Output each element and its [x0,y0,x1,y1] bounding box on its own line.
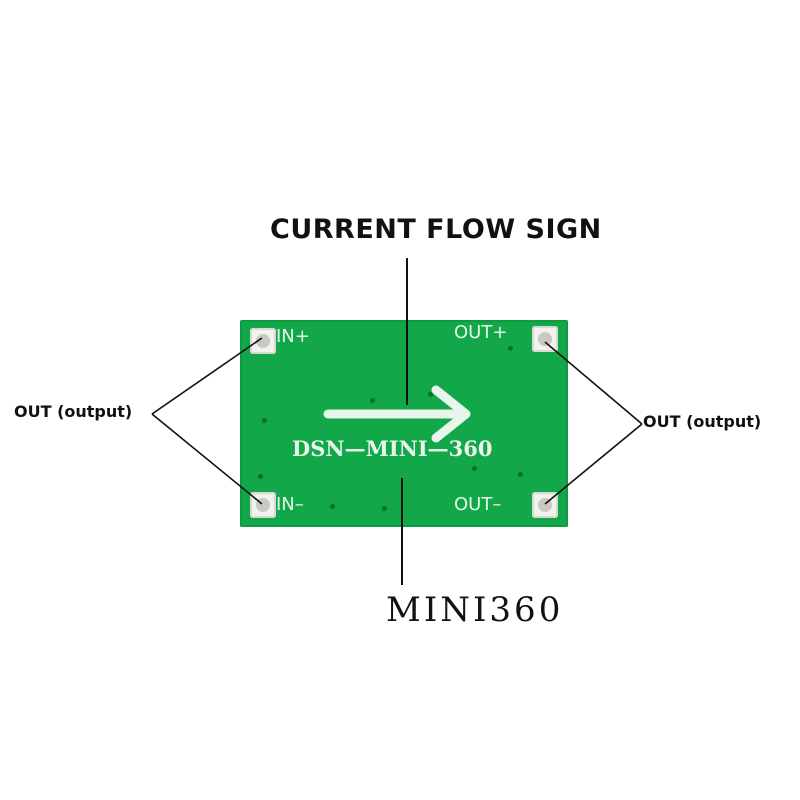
pcb-board: IN+ IN– OUT+ OUT– DSN—MINI—360 [240,320,568,527]
via-dot [258,474,263,479]
via-dot [382,506,387,511]
pad-in-plus [250,328,276,354]
right-callout-line-bottom [544,423,643,505]
current-flow-arrow-icon [323,385,471,443]
pin-label-in-plus: IN+ [276,326,310,347]
via-dot [472,466,477,471]
pin-label-out-plus: OUT+ [454,322,508,343]
pin-label-out-minus: OUT– [454,494,502,515]
pad-out-plus [532,326,558,352]
left-callout-line-bottom [151,413,263,505]
via-dot [262,418,267,423]
right-callout-line-top [544,341,643,425]
left-callout-label: OUT (output) [14,402,133,421]
via-dot [508,346,513,351]
right-callout-label: OUT (output) [643,412,762,431]
board-silkscreen-label: DSN—MINI—360 [292,436,493,461]
via-dot [330,504,335,509]
pin-label-in-minus: IN– [276,494,304,515]
via-dot [518,472,523,477]
left-callout-line-top [151,337,263,415]
model-name: MINI360 [386,590,564,630]
via-dot [428,392,433,397]
diagram-title: CURRENT FLOW SIGN [270,214,602,245]
via-dot [370,398,375,403]
